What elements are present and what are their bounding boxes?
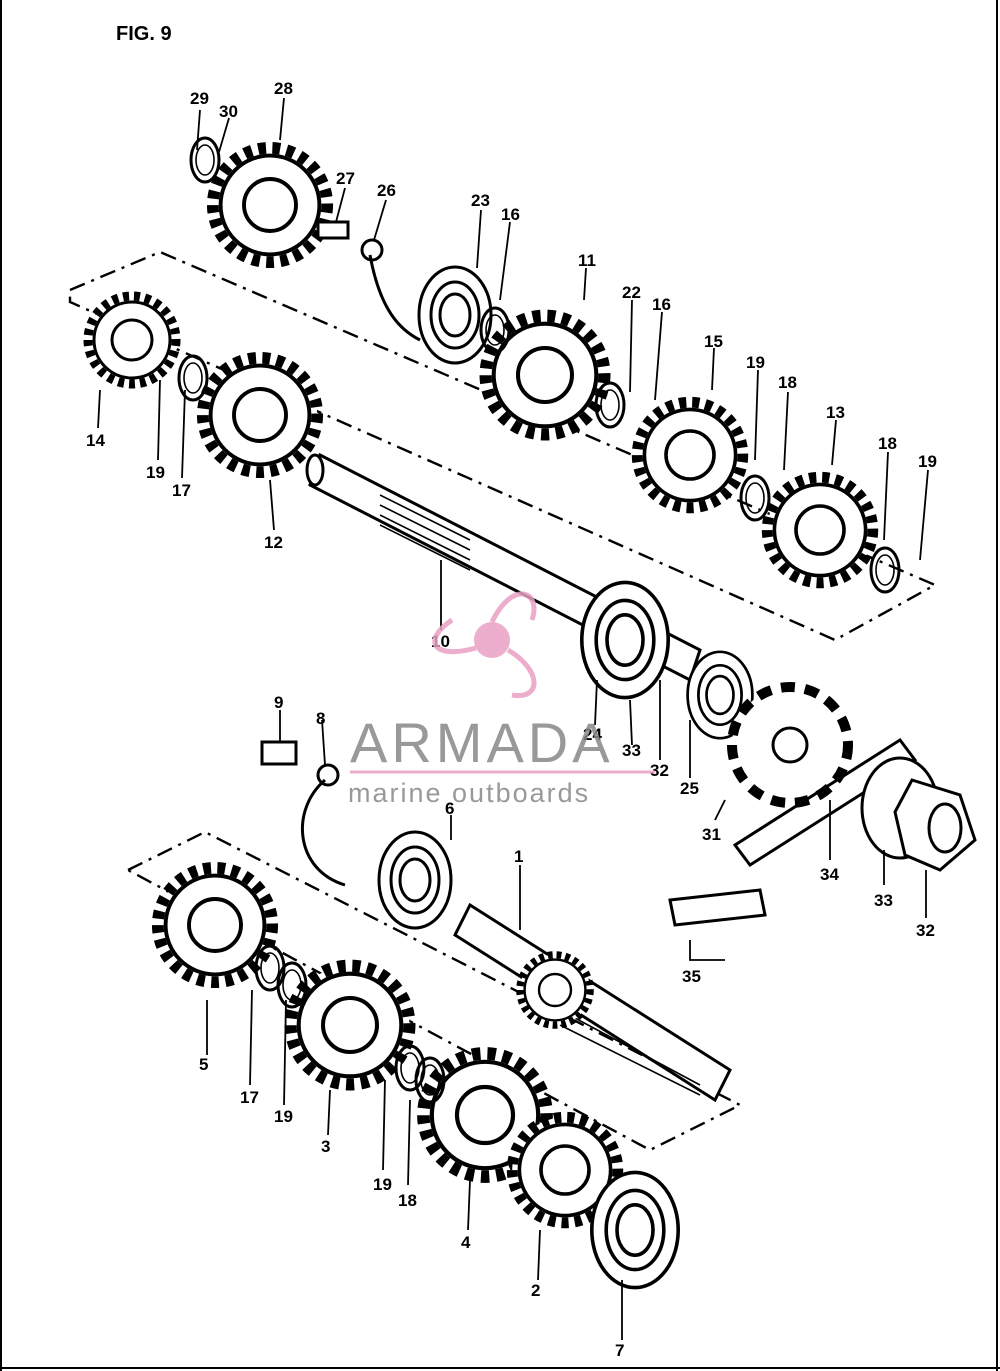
callout-26: 28 [274, 79, 293, 98]
main-shaft-assembly [125, 740, 743, 1290]
callout-19a: 19 [746, 353, 765, 372]
callout-23: 25 [680, 779, 699, 798]
callout-34: 34 [820, 865, 839, 884]
callout-11: 11 [578, 251, 596, 270]
callout-28: 30 [219, 102, 238, 121]
callout-18a: 18 [778, 373, 797, 392]
callout-18c: 18 [398, 1191, 417, 1210]
callout-21: 23 [471, 191, 490, 210]
callout-30: 32 [650, 761, 669, 780]
callout-19e: 19 [373, 1175, 392, 1194]
callout-16a: 16 [501, 205, 520, 224]
callout-25: 27 [336, 169, 355, 188]
callout-20: 22 [622, 283, 641, 302]
callout-5: 5 [199, 1055, 208, 1074]
callout-19c: 19 [146, 463, 165, 482]
callout-19b: 19 [918, 452, 937, 471]
callout-7: 7 [615, 1341, 624, 1360]
callout-15: 15 [704, 332, 723, 351]
callout-16b: 16 [652, 295, 671, 314]
callout-4: 4 [461, 1233, 471, 1252]
callout-12: 12 [264, 533, 283, 552]
callout-18b: 18 [878, 434, 897, 453]
callout-6: 6 [445, 799, 454, 818]
callout-33: 33 [622, 741, 641, 760]
callout-14: 14 [86, 431, 105, 450]
callout-3: 3 [321, 1137, 330, 1156]
leader-lines [97, 97, 929, 1340]
callout-32: 33 [874, 891, 893, 910]
callout-31: 32 [916, 921, 935, 940]
watermark-brand: ARMADA [350, 711, 614, 774]
callout-29: 31 [702, 825, 721, 844]
callout-2: 2 [531, 1281, 540, 1300]
callout-13: 13 [826, 403, 845, 422]
callout-27: 29 [190, 89, 209, 108]
watermark-tagline: marine outboards [348, 778, 590, 808]
callout-17a: 17 [172, 481, 191, 500]
callout-9: 9 [274, 693, 283, 712]
figure-title: FIG. 9 [116, 23, 172, 45]
watermark: ARMADA marine outboards [348, 591, 655, 808]
callout-labels: 29 30 28 27 26 23 16 11 22 16 15 19 18 1… [86, 79, 937, 1360]
counter-shaft-assembly [68, 136, 977, 927]
propeller-icon [432, 591, 537, 698]
callout-17b: 17 [240, 1088, 259, 1107]
callout-8: 8 [316, 709, 325, 728]
callout-22: 24 [583, 725, 602, 744]
callout-19d: 19 [274, 1107, 293, 1126]
callout-35: 35 [682, 967, 701, 986]
callout-1: 1 [514, 847, 523, 866]
callout-24: 26 [377, 181, 396, 200]
